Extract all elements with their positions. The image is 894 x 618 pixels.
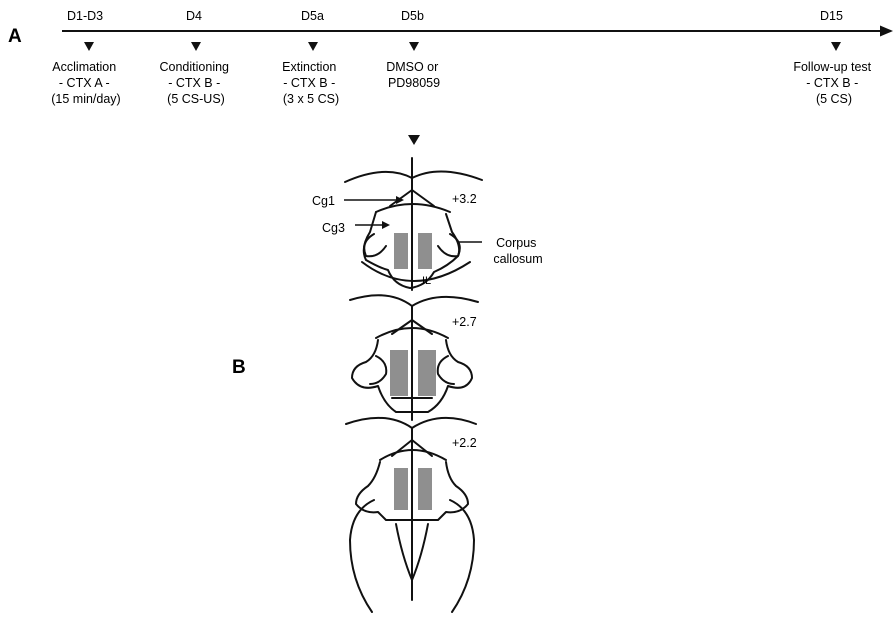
stage-marker-icon xyxy=(84,42,94,51)
level-label: +2.7 xyxy=(452,315,477,329)
infusion-site xyxy=(394,468,408,510)
infusion-site xyxy=(394,233,408,269)
timeline-stage-extinction: D5a Extinction - CTX B - (3 x 5 CS) xyxy=(282,9,340,106)
brain-section-2-7 xyxy=(350,295,478,420)
day-label: D4 xyxy=(186,9,202,23)
infusion-site xyxy=(418,468,432,510)
cg1-label: Cg1 xyxy=(312,194,335,208)
section-outline xyxy=(362,262,470,281)
stage-text: Conditioning - CTX B - (5 CS-US) xyxy=(160,60,233,106)
day-label: D5b xyxy=(401,9,424,23)
section-pointer-icon xyxy=(408,135,420,145)
corpus-callosum-label: Corpus callosum xyxy=(493,236,542,266)
stage-marker-icon xyxy=(409,42,419,51)
section-outline xyxy=(450,500,474,612)
brain-section-3-2 xyxy=(345,158,482,290)
infusion-site xyxy=(418,233,432,269)
timeline-stage-acclimation: D1-D3 Acclimation - CTX A - (15 min/day) xyxy=(51,9,120,106)
day-label: D1-D3 xyxy=(67,9,103,23)
infusion-site xyxy=(418,350,436,396)
section-outline xyxy=(350,500,374,612)
timeline-stage-conditioning: D4 Conditioning - CTX B - (5 CS-US) xyxy=(160,9,233,106)
corpus-callosum-right xyxy=(438,356,454,384)
stage-text: Follow-up test - CTX B - (5 CS) xyxy=(793,60,874,106)
stage-marker-icon xyxy=(191,42,201,51)
section-outline xyxy=(345,171,482,182)
stage-text: DMSO or PD98059 xyxy=(386,60,442,90)
stage-marker-icon xyxy=(308,42,318,51)
corpus-callosum-left xyxy=(370,356,386,384)
brain-sections xyxy=(345,158,482,612)
panel-label-b: B xyxy=(232,357,246,378)
level-label: +2.2 xyxy=(452,436,477,450)
timeline-stage-drug: D5b DMSO or PD98059 xyxy=(386,9,442,145)
stage-text: Acclimation - CTX A - (15 min/day) xyxy=(51,60,120,106)
timeline-stage-followup: D15 Follow-up test - CTX B - (5 CS) xyxy=(793,9,874,106)
panel-label-a: A xyxy=(8,26,22,47)
corpus-callosum-right xyxy=(438,234,460,256)
timeline: D1-D3 Acclimation - CTX A - (15 min/day)… xyxy=(51,9,893,145)
day-label: D5a xyxy=(301,9,324,23)
level-label: +3.2 xyxy=(452,192,477,206)
stage-text: Extinction - CTX B - (3 x 5 CS) xyxy=(282,60,340,106)
day-label: D15 xyxy=(820,9,843,23)
cg3-label: Cg3 xyxy=(322,221,345,235)
cg3-arrowhead-icon xyxy=(382,221,390,229)
stage-marker-icon xyxy=(831,42,841,51)
il-label: IL xyxy=(422,275,431,287)
infusion-site xyxy=(390,350,408,396)
section-outline xyxy=(350,295,478,306)
timeline-arrowhead xyxy=(880,26,893,37)
